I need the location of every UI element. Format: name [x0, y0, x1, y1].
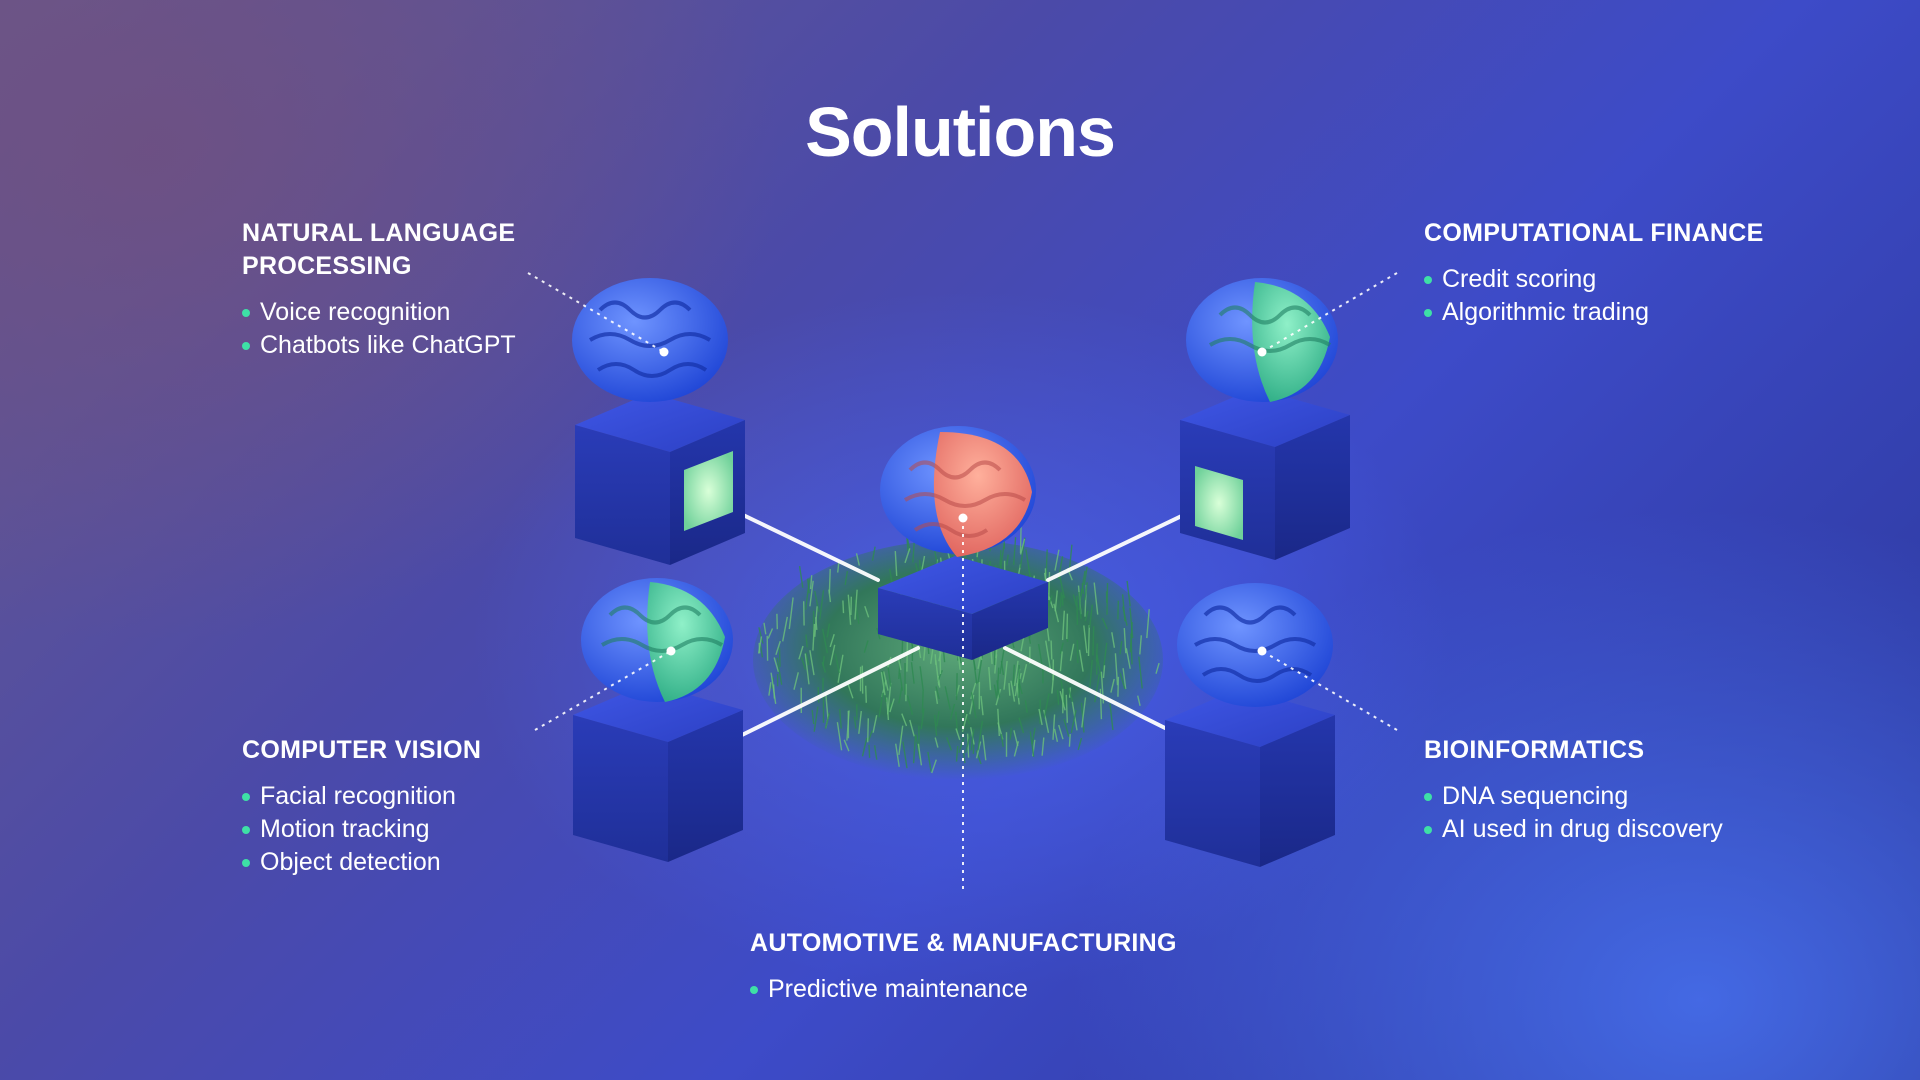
- brain-blue-green-icon: [1186, 278, 1338, 402]
- category-automotive-manufacturing: AUTOMOTIVE & MANUFACTURING Predictive ma…: [750, 927, 1250, 1006]
- category-computational-finance: COMPUTATIONAL FINANCE Credit scoring Alg…: [1424, 217, 1844, 329]
- category-heading: NATURAL LANGUAGE PROCESSING: [242, 217, 572, 283]
- brain-blue-icon: [1177, 583, 1333, 707]
- category-heading: COMPUTER VISION: [242, 736, 482, 764]
- brain-coral-icon: [880, 426, 1036, 557]
- list-item: Chatbots like ChatGPT: [242, 329, 572, 362]
- cube-cf: [1180, 388, 1350, 560]
- brain-blue-green-icon: [581, 578, 733, 702]
- category-computer-vision: COMPUTER VISION Facial recognition Motio…: [242, 734, 642, 879]
- cube-cv: [573, 683, 743, 862]
- list-item: Credit scoring: [1424, 263, 1844, 296]
- item-list: DNA sequencing AI used in drug discovery: [1424, 780, 1824, 846]
- list-item: Algorithmic trading: [1424, 296, 1844, 329]
- list-item: Object detection: [242, 846, 642, 879]
- heading-line: PROCESSING: [242, 252, 412, 280]
- list-item: DNA sequencing: [1424, 780, 1824, 813]
- cube-bio: [1165, 688, 1335, 867]
- list-item: Predictive maintenance: [750, 973, 1250, 1006]
- category-nlp: NATURAL LANGUAGE PROCESSING Voice recogn…: [242, 217, 572, 362]
- leader-nlp: [527, 272, 665, 353]
- category-heading: BIOINFORMATICS: [1424, 736, 1645, 764]
- category-heading: COMPUTATIONAL FINANCE: [1424, 219, 1764, 247]
- leader-cv: [534, 650, 672, 731]
- list-item: Motion tracking: [242, 813, 642, 846]
- chip-cf: [1195, 466, 1243, 540]
- connector-bio: [1003, 646, 1167, 730]
- heading-line: NATURAL LANGUAGE: [242, 219, 516, 247]
- list-item: Voice recognition: [242, 296, 572, 329]
- chip-nlp: [684, 451, 733, 531]
- leader-bio: [1261, 650, 1398, 731]
- list-item: Facial recognition: [242, 780, 642, 813]
- connector-cv: [740, 646, 920, 737]
- cube-nlp: [575, 393, 745, 565]
- item-list: Voice recognition Chatbots like ChatGPT: [242, 296, 572, 362]
- item-list: Predictive maintenance: [750, 973, 1250, 1006]
- list-item: AI used in drug discovery: [1424, 813, 1824, 846]
- item-list: Credit scoring Algorithmic trading: [1424, 263, 1844, 329]
- brain-blue-icon: [572, 278, 728, 402]
- leader-cf: [1261, 272, 1398, 353]
- category-heading: AUTOMOTIVE & MANUFACTURING: [750, 929, 1177, 957]
- leader-lines: [527, 272, 1398, 893]
- page-title: Solutions: [805, 93, 1116, 171]
- category-bioinformatics: BIOINFORMATICS DNA sequencing AI used in…: [1424, 734, 1824, 846]
- item-list: Facial recognition Motion tracking Objec…: [242, 780, 642, 879]
